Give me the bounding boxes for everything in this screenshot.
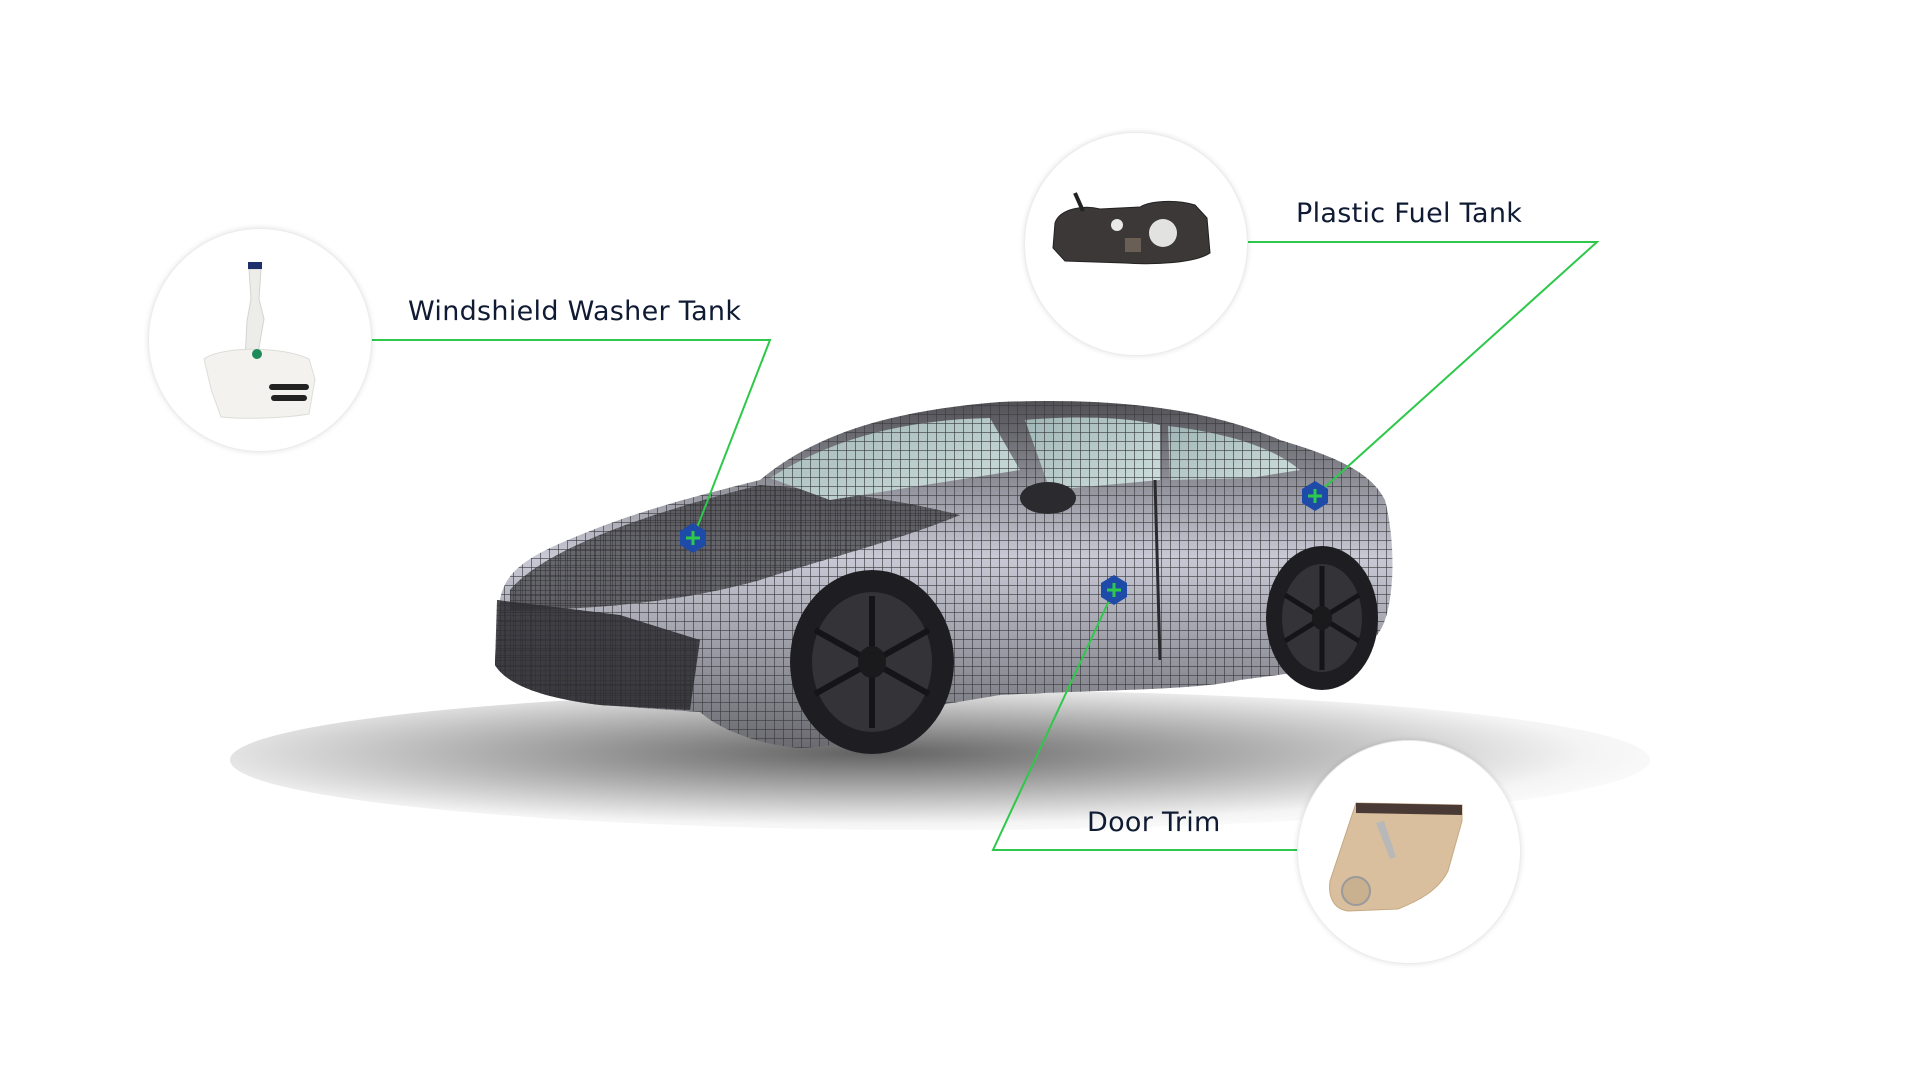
washer-tank-label: Windshield Washer Tank (408, 296, 742, 327)
fuel-tank-thumbnail (1024, 132, 1248, 356)
door-trim-label: Door Trim (1087, 807, 1221, 838)
washer-tank-thumbnail (148, 228, 372, 452)
door-trim-image-icon (1329, 802, 1463, 912)
door-trim-hotspot-plus-icon[interactable] (1101, 575, 1127, 605)
fuel-tank-leader-line (1247, 241, 1600, 497)
fuel-tank-image-icon (1052, 192, 1211, 265)
fuel-tank-label: Plastic Fuel Tank (1296, 198, 1523, 229)
door-trim-thumbnail (1297, 740, 1521, 964)
door-trim-leader-line (991, 589, 1300, 851)
washer-tank-image-icon (203, 262, 316, 419)
fuel-tank-hotspot-plus-icon[interactable] (1302, 481, 1328, 511)
washer-tank-hotspot-plus-icon[interactable] (680, 523, 706, 553)
washer-tank-leader-line (371, 339, 772, 539)
